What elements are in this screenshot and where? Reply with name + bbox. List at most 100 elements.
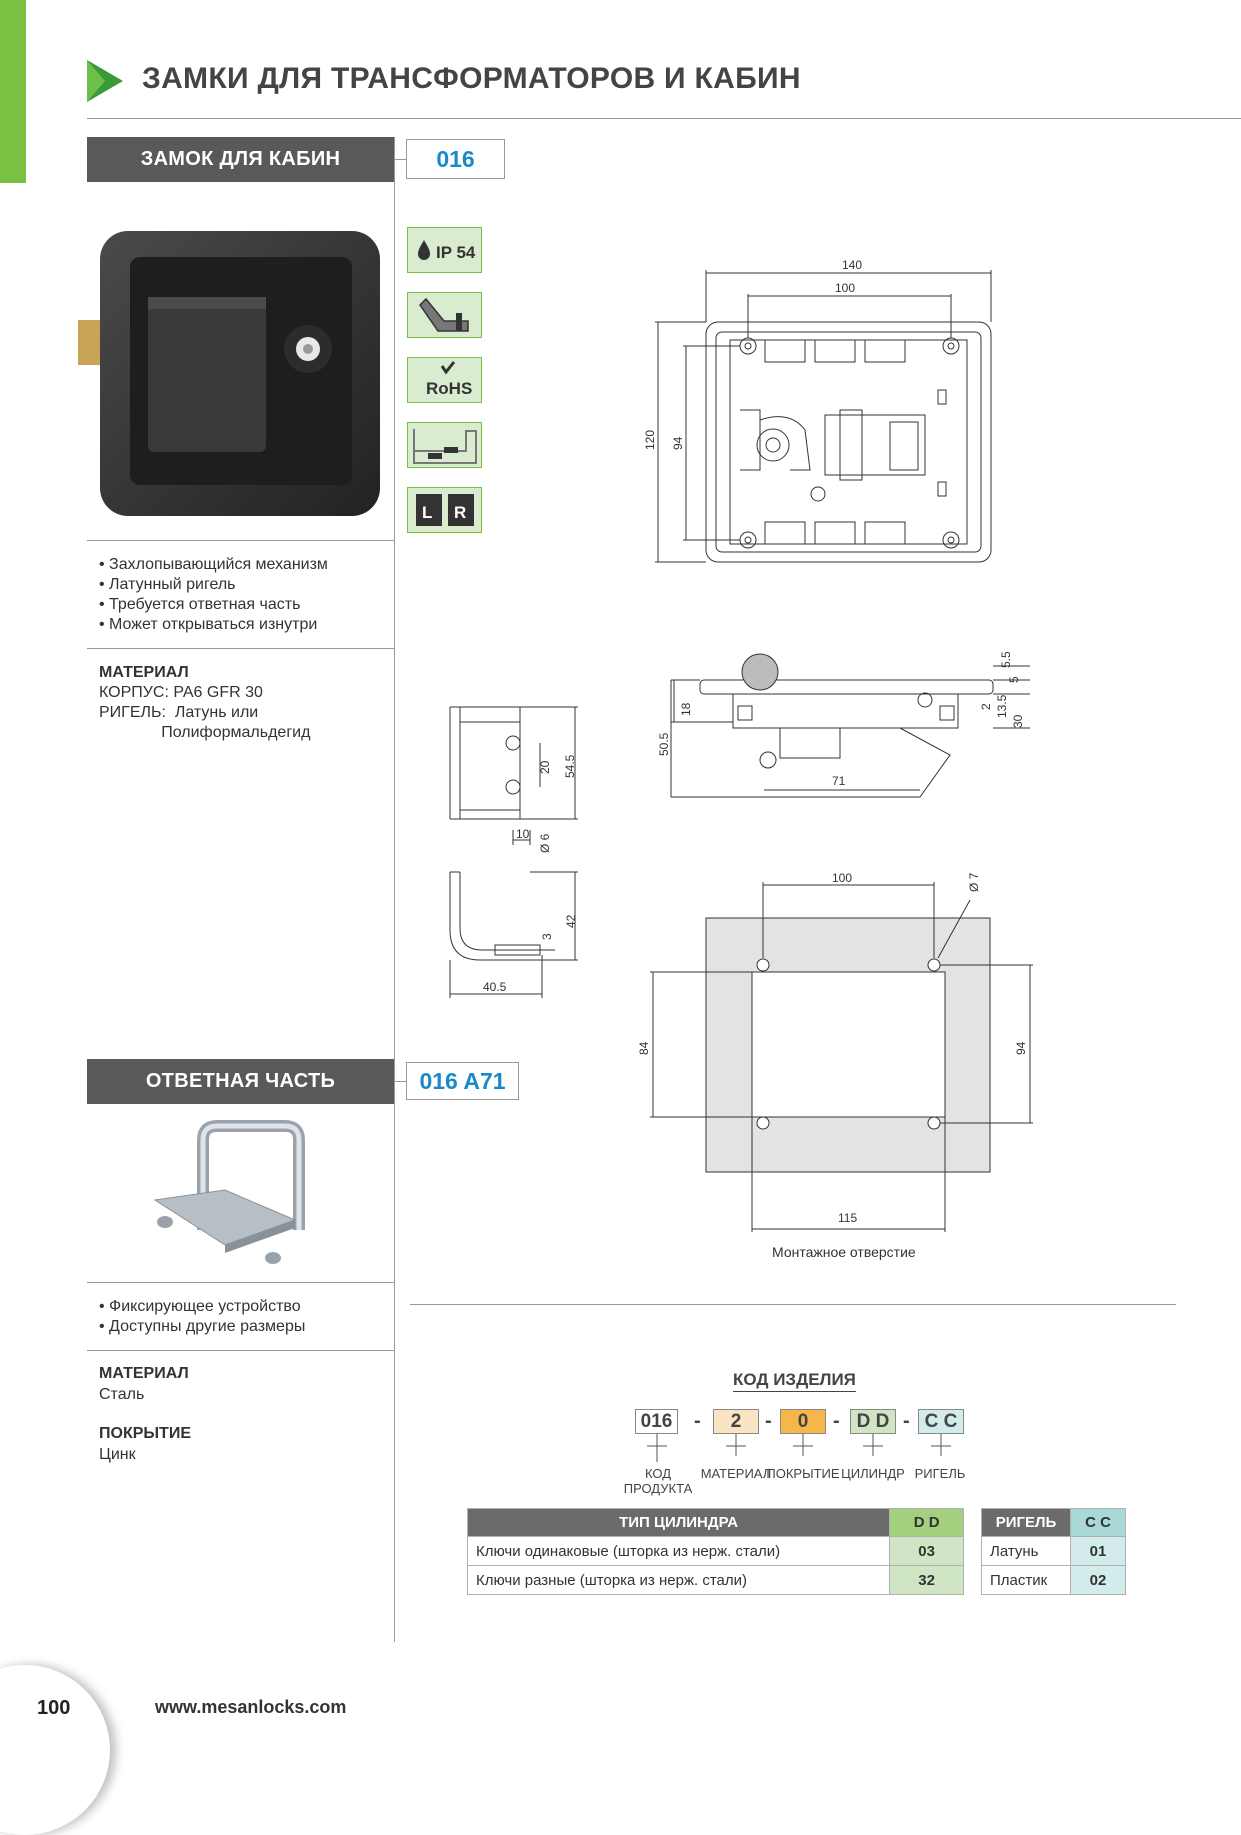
feature-item: • Требуется ответная часть [99, 596, 301, 613]
dim-text: 84 [637, 1041, 651, 1055]
dim-text: 18 [679, 702, 693, 716]
counterpart-features: • Фиксирующее устройство • Доступны друг… [99, 1297, 305, 1337]
dim-text: 140 [842, 258, 862, 272]
dim-text: 30 [1011, 714, 1025, 728]
panel-mount-icon [407, 292, 482, 338]
dim-text: 100 [835, 281, 855, 295]
code-segment-bolt: C C [918, 1409, 964, 1434]
dim-text: 40.5 [483, 980, 507, 994]
counterpart-material-value: Сталь [99, 1386, 145, 1403]
dim-text: 100 [832, 871, 852, 885]
dim-text: 5.5 [999, 651, 1013, 668]
code-separator: - [765, 1410, 772, 1432]
counterpart-material-title: МАТЕРИАЛ [99, 1365, 189, 1382]
svg-text:RoHS: RoHS [426, 379, 472, 398]
rohs-icon: RoHS [407, 357, 482, 403]
dim-text: 13.5 [995, 694, 1009, 718]
counterpart-coating-value: Цинк [99, 1446, 136, 1463]
dim-text: 10 [516, 827, 530, 841]
code-label-cylinder: ЦИЛИНДР [841, 1466, 905, 1481]
feature-item: • Захлопывающийся механизм [99, 556, 328, 573]
dim-text: Ø 6 [538, 833, 552, 853]
dim-text: 94 [671, 436, 685, 450]
connector-line [394, 159, 406, 160]
bolt-header-code: C C [1070, 1508, 1126, 1537]
cutout-drawing [650, 882, 1033, 1232]
counterpart-coating-title: ПОКРЫТИЕ [99, 1425, 191, 1442]
step-profile-icon [407, 422, 482, 468]
strike-photo [153, 1120, 305, 1264]
code-leader-lines [647, 1434, 951, 1462]
divider [87, 540, 394, 541]
feature-item: • Может открываться изнутри [99, 616, 318, 633]
code-label-material: МАТЕРИАЛ [700, 1466, 772, 1481]
product-features: • Захлопывающийся механизм • Латунный ри… [99, 555, 328, 635]
divider [87, 1350, 394, 1351]
divider [87, 648, 394, 649]
svg-text:R: R [454, 503, 466, 522]
cutout-caption: Монтажное отверстие [772, 1244, 916, 1260]
side-view-drawing [670, 653, 1030, 798]
code-label-coating: ПОКРЫТИЕ [766, 1466, 840, 1481]
left-right-icon: L R [407, 487, 482, 533]
table-row: Ключи одинаковые (шторка из нерж. стали)… [466, 1536, 964, 1566]
accent-bar [0, 0, 26, 183]
dim-text: 20 [538, 760, 552, 774]
connector-line [394, 1081, 406, 1082]
lock-photo [78, 231, 380, 516]
feature-item: • Фиксирующее устройство [99, 1298, 301, 1315]
cylinder-table: ТИП ЦИЛИНДРА D D Ключи одинаковые (шторк… [466, 1508, 964, 1595]
code-label-bolt: РИГЕЛЬ [914, 1466, 966, 1481]
strike-side-drawing [449, 706, 578, 845]
counterpart-section-title: ОТВЕТНАЯ ЧАСТЬ [87, 1059, 394, 1104]
dim-text: 5 [1007, 676, 1021, 683]
title-divider [87, 118, 1241, 119]
page-title: ЗАМКИ ДЛЯ ТРАНСФОРМАТОРОВ И КАБИН [142, 62, 801, 95]
cylinder-header-code: D D [889, 1508, 964, 1537]
dim-text: Ø 7 [967, 872, 981, 892]
code-segment-coating: 0 [780, 1409, 826, 1434]
bolt-header: РИГЕЛЬ [981, 1508, 1071, 1537]
page-number: 100 [37, 1697, 71, 1719]
table-row: Пластик 02 [981, 1565, 1126, 1595]
column-divider [394, 137, 395, 1642]
feature-item: • Латунный ригель [99, 576, 236, 593]
product-section-title: ЗАМОК ДЛЯ КАБИН [87, 137, 394, 182]
dim-text: 71 [832, 774, 846, 788]
svg-text:L: L [422, 503, 432, 522]
divider [87, 1282, 394, 1283]
feature-item: • Доступны другие размеры [99, 1318, 306, 1335]
code-separator: - [833, 1410, 840, 1432]
bolt-table: РИГЕЛЬ C C Латунь 01 Пластик 02 [981, 1508, 1126, 1595]
dim-text: 120 [643, 430, 657, 450]
svg-text:IP 54: IP 54 [436, 243, 476, 262]
front-view-drawing [655, 270, 992, 563]
dim-text: 3 [540, 933, 554, 940]
ip54-icon: IP 54 [407, 227, 482, 273]
dim-text: 42 [564, 914, 578, 928]
dim-text: 50.5 [657, 732, 671, 756]
material-title: МАТЕРИАЛ [99, 664, 189, 681]
counterpart-code-box: 016 A71 [406, 1062, 519, 1100]
code-segment-product: 016 [635, 1409, 678, 1434]
divider [410, 1304, 1176, 1305]
dim-text: 54.5 [563, 754, 577, 778]
dim-text: 94 [1014, 1041, 1028, 1055]
product-code-title: КОД ИЗДЕЛИЯ [733, 1370, 856, 1392]
cylinder-header: ТИП ЦИЛИНДРА [466, 1508, 891, 1537]
code-separator: - [903, 1410, 910, 1432]
table-row: Латунь 01 [981, 1536, 1126, 1566]
footer-url[interactable]: www.mesanlocks.com [155, 1697, 347, 1717]
code-segment-material: 2 [713, 1409, 759, 1434]
code-segment-cylinder: D D [850, 1409, 896, 1434]
code-separator: - [694, 1410, 701, 1432]
table-row: Ключи разные (шторка из нерж. стали) 32 [466, 1565, 964, 1595]
dim-text: 2 [979, 703, 993, 710]
strike-top-drawing [449, 871, 578, 998]
arrow-icon [87, 60, 123, 102]
product-code-box: 016 [406, 139, 505, 179]
page-curl [0, 1665, 110, 1835]
dim-text: 115 [838, 1211, 857, 1225]
